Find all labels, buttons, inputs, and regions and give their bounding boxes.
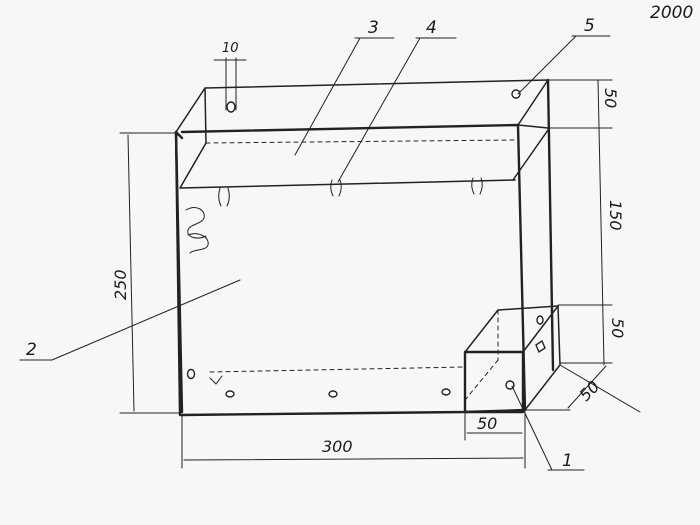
label-5: 5 [584, 16, 595, 36]
hole-bottom-2 [225, 390, 235, 398]
leader-5 [517, 35, 577, 95]
hole-side-2 [535, 339, 546, 354]
dim-middle-text: 150 [606, 200, 625, 231]
hole-side-1 [536, 315, 544, 325]
top-face-back-edge [175, 79, 549, 133]
small-block-top [464, 305, 559, 353]
label-1: 1 [562, 451, 573, 471]
dim-50w-text: 50 [477, 414, 497, 433]
dim-r-line [597, 79, 605, 366]
hidden-bottom-edge [209, 366, 466, 373]
right-inner-slant [512, 129, 549, 181]
front-left-edge [174, 130, 184, 414]
leader-2 [51, 279, 241, 361]
dim-250-text: 250 [111, 269, 130, 300]
dim-300-line [183, 457, 524, 461]
hole-bottom-4 [441, 388, 451, 396]
hole-bottom-3 [328, 390, 338, 398]
dim-top-depth-text: 50 [601, 88, 620, 108]
label-3: 3 [368, 18, 379, 38]
leader-4 [337, 37, 421, 183]
corner-tick [209, 375, 223, 385]
dim-hole-text: 10 [222, 41, 239, 56]
dim-300-text: 300 [322, 437, 353, 456]
shelf-mark-center [330, 179, 342, 197]
corner-note: 2000 [650, 3, 693, 23]
right-top-cross [517, 124, 549, 129]
right-back-edge [546, 78, 555, 372]
shelf-mark-right [471, 177, 483, 195]
dim-bottom-height-text: 50 [608, 318, 627, 338]
dim-250-line [127, 134, 135, 412]
dim-depth-ext-2 [559, 364, 641, 413]
leader-1 [511, 385, 553, 471]
shelf-mark-left [218, 187, 230, 207]
dim-depth-line [567, 365, 607, 409]
hole-top-left [226, 101, 236, 113]
wall-squiggle [185, 207, 209, 254]
label-2: 2 [26, 340, 37, 360]
small-block-hidden-2 [464, 359, 499, 401]
hole-bottom-1 [186, 368, 196, 380]
small-block-front [463, 350, 525, 414]
back-left-vertical [204, 87, 207, 144]
hole-top-right [511, 89, 521, 99]
shelf-line [179, 142, 516, 189]
leader-3 [294, 37, 361, 156]
label-4: 4 [426, 18, 437, 38]
dim-depth-text: 50 [575, 377, 603, 405]
